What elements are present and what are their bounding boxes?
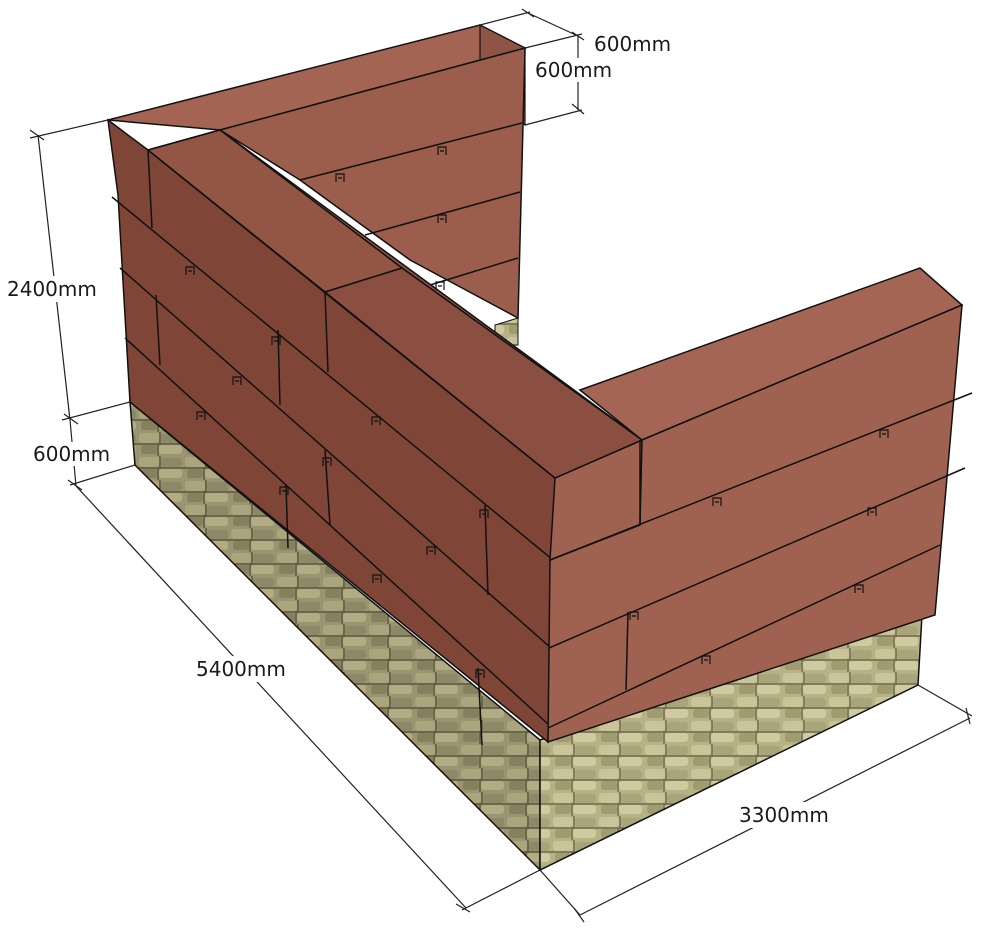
label-bg — [736, 802, 840, 828]
cap-joint — [324, 291, 329, 373]
anchor-mark — [854, 584, 864, 593]
dim-label-long-side: 5400mm — [196, 657, 286, 681]
left-joint-2 — [277, 329, 281, 406]
anchor-mark — [335, 173, 345, 182]
left-joint-7 — [477, 667, 483, 746]
label-bg — [30, 442, 116, 466]
left-joint-1 — [147, 149, 153, 229]
dim-line-top-width — [527, 12, 579, 37]
dim-ext-top-1 — [479, 11, 531, 26]
label-bg — [590, 32, 676, 56]
back-course-line-2 — [364, 191, 521, 236]
dim-ext-short-1 — [917, 684, 973, 717]
anchor-mark — [437, 214, 447, 223]
anchor-mark — [435, 281, 445, 290]
dim-tick — [573, 707, 971, 923]
right-course-line-2 — [548, 467, 966, 649]
left-course-line-1 — [111, 196, 554, 561]
dim-ext-short-2 — [539, 869, 581, 916]
dim-tick — [29, 129, 79, 425]
dim-tick — [455, 903, 471, 913]
left-course-line-3 — [124, 337, 550, 726]
dim-ext-top-3 — [524, 109, 583, 126]
anchor-mark — [712, 497, 722, 506]
anchor-mark — [372, 574, 382, 583]
right-course-line-3 — [547, 544, 941, 729]
back-course-line-1 — [299, 122, 523, 181]
anchor-mark — [232, 376, 242, 385]
left-joint-3 — [155, 294, 161, 366]
label-bg — [4, 276, 108, 302]
dim-ext-height-1 — [29, 119, 109, 139]
left-joint-5 — [285, 484, 289, 549]
anchor-mark — [437, 146, 447, 155]
left-joint-6 — [484, 504, 489, 596]
anchor-mark — [629, 611, 639, 620]
anchor-mark — [185, 266, 195, 275]
dim-label-short-side: 3300mm — [739, 803, 829, 827]
back-course-line-3 — [429, 257, 519, 286]
dim-label-wall-height: 2400mm — [7, 277, 97, 301]
left-course-line-2 — [119, 267, 552, 649]
dim-ext-long-1 — [461, 869, 541, 911]
anchor-mark — [701, 655, 711, 664]
dim-ext-height-2 — [61, 401, 131, 421]
anchor-mark — [867, 507, 877, 516]
dimension-labels: 600mm 600mm 2400mm 600mm 5400mm 3300mm — [4, 32, 840, 828]
anchor-mark — [879, 429, 889, 438]
dim-ext-top-2 — [524, 33, 583, 49]
dim-label-top-width-2: 600mm — [535, 58, 612, 82]
label-bg — [532, 58, 618, 82]
anchor-mark — [479, 509, 489, 518]
right-joint-2 — [625, 611, 629, 691]
anchor-mark — [475, 669, 485, 678]
label-bg — [193, 656, 297, 682]
dim-label-top-width: 600mm — [594, 32, 671, 56]
right-course-line-1 — [549, 392, 973, 561]
dim-label-foundation-height: 600mm — [33, 442, 110, 466]
top-cap-block — [146, 129, 644, 562]
anchor-mark — [322, 457, 332, 466]
anchor-mark — [426, 546, 436, 555]
anchor-mark — [196, 411, 206, 420]
anchor-mark — [271, 336, 281, 345]
dim-line-long-side — [75, 485, 467, 909]
dim-tick — [571, 103, 585, 115]
dim-tick — [67, 479, 83, 491]
back-wall-inner-face — [218, 47, 526, 320]
anchor-mark — [371, 416, 381, 425]
anchor-mark — [279, 486, 289, 495]
right-wall — [547, 267, 973, 744]
dim-ext-foundation — [69, 464, 136, 486]
back-wall — [107, 24, 528, 320]
anchor-markers — [185, 146, 889, 678]
